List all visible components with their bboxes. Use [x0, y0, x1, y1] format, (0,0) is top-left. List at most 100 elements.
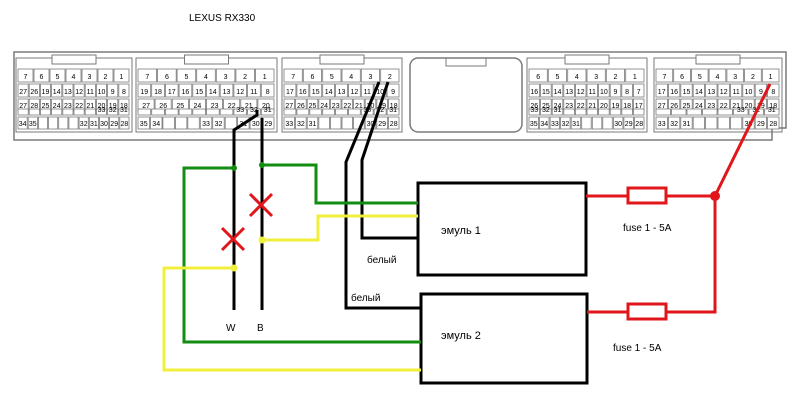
pin-number: 1	[263, 74, 267, 81]
pin-number: 31	[309, 121, 317, 128]
pin-cell	[118, 108, 130, 116]
pin-cell	[360, 68, 380, 83]
pin-number: 16	[670, 89, 678, 96]
pin-cell	[528, 108, 541, 116]
pin-cell	[691, 68, 709, 83]
pin-cell	[335, 108, 348, 116]
pin-cell	[137, 83, 152, 98]
pin-cell	[206, 83, 220, 98]
green-joint-w	[231, 165, 237, 171]
pin-cell	[62, 108, 74, 116]
pin-number: 25	[176, 103, 184, 110]
pin-cell	[625, 68, 645, 83]
pin-cell	[17, 116, 28, 130]
pin-number: 12	[351, 89, 359, 96]
pin-cell	[609, 108, 622, 116]
pin-number: 17	[168, 89, 176, 96]
pin-number: 28	[769, 121, 777, 128]
pin-number: 26	[530, 103, 538, 110]
pin-cell	[309, 108, 323, 116]
pin-number: 32	[80, 121, 88, 128]
pin-number: 30	[252, 121, 260, 128]
pin-cell	[51, 108, 63, 116]
pin-cell	[598, 83, 610, 98]
pin-cell	[633, 108, 645, 116]
pin-cell	[113, 68, 130, 83]
pin-cell	[137, 116, 150, 130]
emulator-1-label: эмуль 1	[441, 225, 481, 237]
wire-b-label: B	[257, 323, 264, 334]
pin-number: 17	[286, 89, 294, 96]
pin-number: 31	[389, 107, 397, 114]
pin-number: 31	[120, 107, 128, 114]
pin-number: 13	[707, 89, 715, 96]
pin-cell	[196, 68, 216, 83]
pin-number: 29	[110, 121, 118, 128]
pin-number: 16	[530, 89, 538, 96]
pin-cell	[539, 116, 550, 130]
pin-cell	[686, 108, 702, 116]
pin-number: 22	[577, 103, 585, 110]
pin-cell	[283, 83, 297, 98]
pin-cell	[151, 83, 165, 98]
pin-number: 6	[40, 74, 44, 81]
connector-blank-slot	[409, 57, 523, 133]
pin-number: 20	[367, 103, 375, 110]
pin-number: 6	[311, 74, 315, 81]
pin-number: 11	[250, 89, 257, 96]
pin-number: 33	[551, 121, 559, 128]
green-wire-emul1	[262, 163, 418, 205]
wire-w-label: W	[226, 323, 236, 334]
pin-cell	[119, 116, 130, 130]
pin-number: 14	[325, 89, 333, 96]
pin-number: 20	[98, 103, 106, 110]
pin-number: 25	[309, 103, 317, 110]
pin-cell	[744, 68, 762, 83]
pin-number: 19	[42, 89, 50, 96]
pin-cell	[233, 108, 247, 116]
pin-number: 19	[378, 103, 386, 110]
pin-number: 6	[536, 74, 540, 81]
pin-cell	[206, 108, 220, 116]
pin-number: 18	[769, 103, 777, 110]
pin-number: 9	[111, 89, 115, 96]
pin-number: 19	[612, 103, 620, 110]
pin-number: 14	[53, 89, 61, 96]
pin-cell	[283, 68, 303, 83]
pin-number: 13	[64, 89, 72, 96]
pin-number: 25	[683, 103, 691, 110]
pin-number: 3	[733, 74, 737, 81]
green-joint-b	[259, 162, 265, 168]
pin-cell	[570, 116, 582, 130]
pin-cell	[754, 116, 768, 130]
pin-cell	[335, 83, 348, 98]
pin-number: 34	[152, 121, 160, 128]
pin-number: 2	[614, 74, 618, 81]
pin-number: 7	[291, 74, 295, 81]
pin-cell	[40, 83, 52, 98]
pin-cell	[680, 98, 693, 112]
pin-number: 21	[245, 103, 253, 110]
pin-number: 27	[19, 89, 27, 96]
pin-cell	[84, 108, 96, 116]
pin-cell	[295, 116, 307, 130]
pin-number: 4	[72, 74, 76, 81]
pin-number: 31	[554, 107, 562, 114]
pin-number: 24	[554, 103, 562, 110]
pin-number: 3	[88, 74, 92, 81]
pin-number: 23	[64, 103, 72, 110]
pin-cell	[528, 83, 541, 98]
pin-number: 24	[194, 103, 202, 110]
pin-number: 18	[390, 103, 398, 110]
pin-cell	[17, 68, 34, 83]
pin-cell	[109, 116, 120, 130]
pin-cell	[247, 83, 261, 98]
pin-number: 4	[204, 74, 208, 81]
pin-number: 33	[98, 107, 106, 114]
pin-number: 30	[367, 121, 375, 128]
pin-cell	[62, 83, 74, 98]
pin-cell	[187, 116, 200, 130]
